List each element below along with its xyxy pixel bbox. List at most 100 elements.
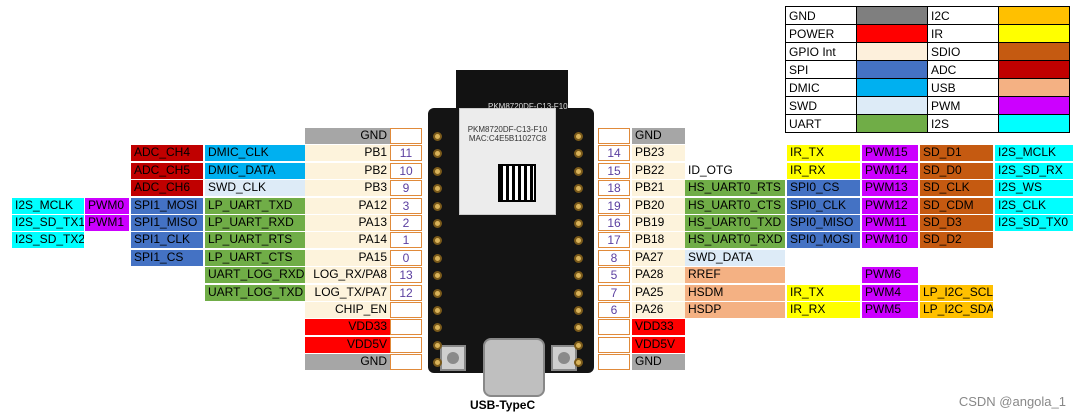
pin-name-right: PB19 [632,215,685,231]
pin-function-tag: I2S_SD_RX [995,163,1073,179]
pin-function-tag: SPI0_MOSI [787,232,860,248]
pin-name-right: GND [632,128,685,144]
pin-number [598,354,630,370]
pin-name-left: VDD33 [305,319,390,335]
pin-function-tag: ID_OTG [685,163,785,179]
pin-function-tag: HS_UART0_CTS [685,198,785,214]
pin-name-left: PB3 [305,180,390,196]
header-pin-icon [433,167,442,176]
legend-label: GPIO Int [785,42,857,61]
pin-function-tag: DMIC_CLK [205,145,305,161]
header-pin-icon [574,289,583,298]
pin-number [390,319,422,335]
pin-number [390,128,422,144]
pin-function-tag: I2S_SD_TX1 [12,215,84,231]
pin-function-tag: SD_D2 [920,232,993,248]
pin-function-tag: UART_LOG_RXD [205,267,305,283]
pin-function-tag: ADC_CH5 [131,163,203,179]
pin-function-tag: PWM12 [862,198,918,214]
legend-swatch [856,96,928,115]
pin-function-tag: LP_UART_CTS [205,250,305,266]
pin-function-tag: IR_RX [787,163,860,179]
header-pin-icon [433,358,442,367]
pin-function-tag: I2S_CLK [995,198,1073,214]
legend-label: SWD [785,96,857,115]
header-pin-icon [574,236,583,245]
module-label: PKM8720DF-C13-F10 [467,125,548,134]
pin-function-tag: I2S_MCLK [995,145,1073,161]
qr-code-icon [498,164,536,202]
pin-name-right: PA25 [632,285,685,301]
boot-button[interactable] [551,345,577,371]
legend-swatch [998,24,1070,43]
pin-number: 13 [390,267,422,283]
pin-name-left: GND [305,128,390,144]
pin-number [390,354,422,370]
pin-function-tag: I2S_MCLK [12,198,84,214]
legend-label: GND [785,6,857,25]
pin-number: 11 [390,145,422,161]
pin-function-tag: PWM5 [862,302,918,318]
legend-label: ADC [927,60,999,79]
pin-function-tag: PWM10 [862,232,918,248]
pin-function-tag: SPI0_MISO [787,215,860,231]
legend-swatch [998,96,1070,115]
pin-function-tag: I2S_SD_TX2 [12,232,84,248]
header-pin-icon [574,254,583,263]
pin-number: 3 [390,198,422,214]
pin-name-left: PB1 [305,145,390,161]
pin-number [390,337,422,353]
header-pin-icon [433,219,442,228]
pin-name-left: LOG_RX/PA8 [305,267,390,283]
header-pin-icon [433,254,442,263]
header-pin-icon [574,271,583,280]
legend-swatch [998,60,1070,79]
pin-function-tag: IR_RX [787,302,860,318]
pin-function-tag: SPI1_MOSI [131,198,203,214]
header-pin-icon [433,323,442,332]
pin-name-left: PA14 [305,232,390,248]
mac-label: MAC:C4E5B11027C8 [468,134,547,143]
header-pin-icon [574,184,583,193]
pin-function-tag: SPI0_CS [787,180,860,196]
legend-label: SDIO [927,42,999,61]
pin-number [390,302,422,318]
pin-function-tag: SPI1_CLK [131,232,203,248]
pin-function-tag: LP_I2C_SDA [920,302,993,318]
pin-number: 9 [390,180,422,196]
pin-function-tag: SD_D0 [920,163,993,179]
pin-function-tag: HS_UART0_RXD [685,232,785,248]
pin-name-left: LOG_TX/PA7 [305,285,390,301]
legend-swatch [856,60,928,79]
pin-number: 7 [598,285,630,301]
pin-function-tag: I2S_SD_TX0 [995,215,1073,231]
pin-function-tag: IR_TX [787,285,860,301]
legend-label: POWER [785,24,857,43]
reset-button[interactable] [440,345,466,371]
header-pin-icon [433,202,442,211]
legend-swatch [998,114,1070,133]
pin-function-tag: SWD_CLK [205,180,305,196]
watermark: CSDN @angola_1 [958,394,1066,409]
pin-function-tag: PWM0 [85,198,129,214]
header-pin-icon [433,306,442,315]
legend-swatch [856,42,928,61]
pin-number [598,319,630,335]
pin-name-left: GND [305,354,390,370]
header-pin-icon [574,306,583,315]
pin-function-tag: SD_CDM [920,198,993,214]
pin-name-right: PB22 [632,163,685,179]
legend-swatch [856,78,928,97]
pin-function-tag: IR_TX [787,145,860,161]
pin-function-tag: PWM4 [862,285,918,301]
pin-function-tag: SWD_DATA [685,250,785,266]
legend-row: GPIO Int SDIO [785,42,1070,61]
pin-function-tag: HS_UART0_TXD [685,215,785,231]
legend-label: I2C [927,6,999,25]
pin-name-left: PA12 [305,198,390,214]
legend-label: SPI [785,60,857,79]
